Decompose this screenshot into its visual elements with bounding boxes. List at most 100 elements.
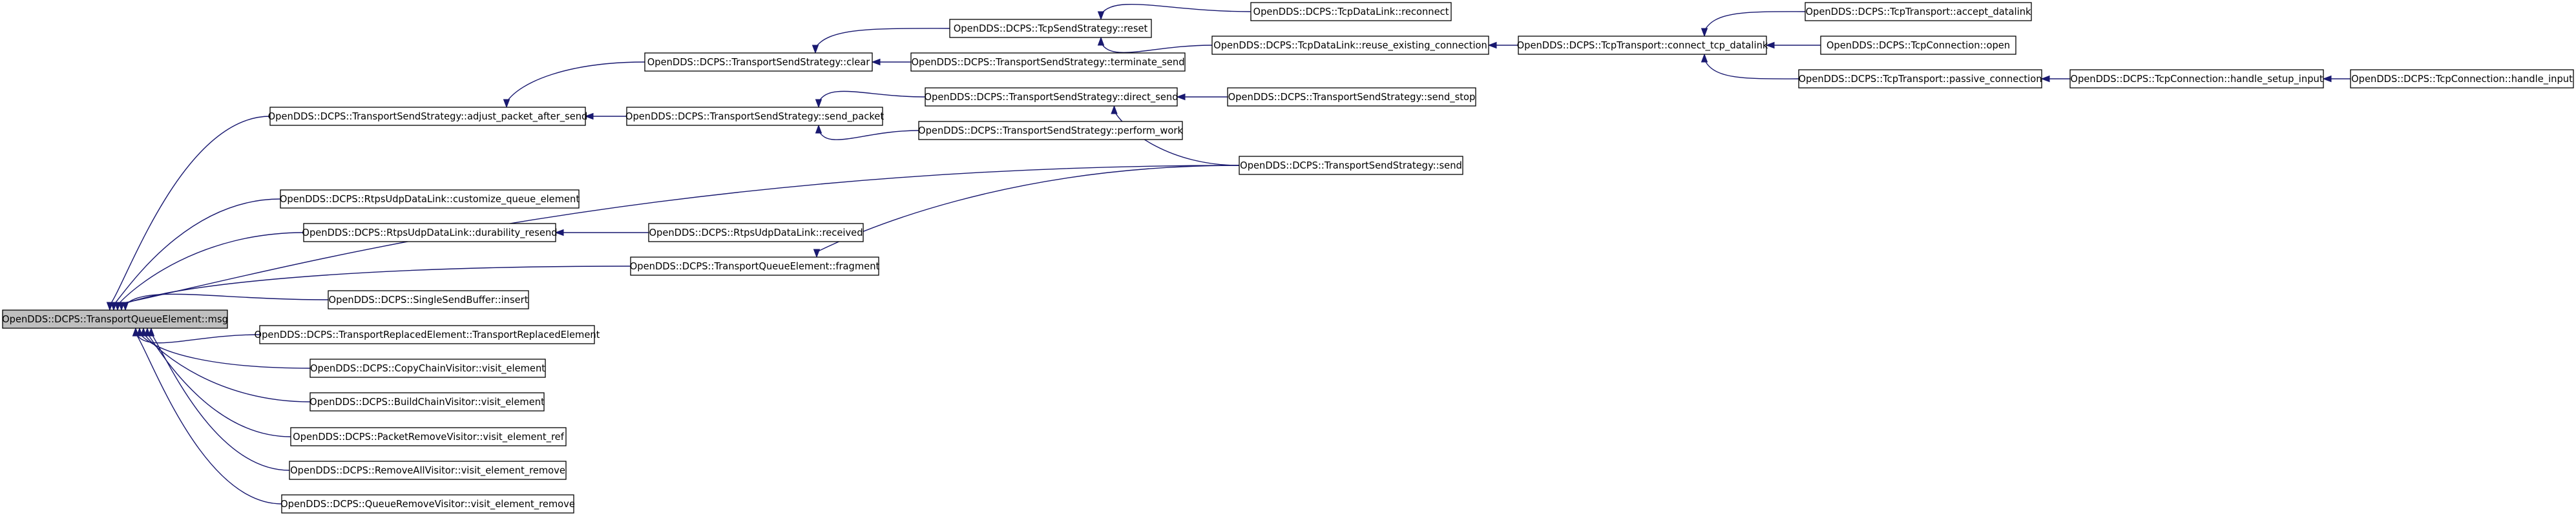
arrowhead-icon (110, 302, 118, 311)
node-box (1239, 156, 1463, 175)
graph-node-customize[interactable]: OpenDDS::DCPS::RtpsUdpDataLink::customiz… (280, 189, 580, 209)
graph-node-passive[interactable]: OpenDDS::DCPS::TcpTransport::passive_con… (1798, 69, 2042, 89)
node-box (1250, 2, 1452, 21)
arrowhead-icon (812, 45, 819, 54)
call-edge (147, 333, 291, 437)
graph-node-replaced[interactable]: OpenDDS::DCPS::TransportReplacedElement:… (255, 325, 600, 344)
graph-node-received[interactable]: OpenDDS::DCPS::RtpsUdpDataLink::received (648, 223, 864, 242)
call-nodes: OpenDDS::DCPS::TransportQueueElement::ms… (2, 2, 2574, 514)
node-box (309, 359, 546, 378)
node-label: OpenDDS::DCPS::RtpsUdpDataLink::customiz… (280, 194, 580, 205)
arrowhead-icon (121, 302, 129, 311)
call-edge (109, 116, 271, 306)
node-label: OpenDDS::DCPS::RtpsUdpDataLink::received (649, 227, 863, 238)
arrowhead-icon (1487, 41, 1497, 49)
node-label: OpenDDS::DCPS::TransportSendStrategy::se… (1228, 92, 1476, 103)
arrowhead-icon (554, 229, 564, 236)
graph-node-msg: OpenDDS::DCPS::TransportQueueElement::ms… (2, 309, 228, 329)
node-label: OpenDDS::DCPS::TransportSendStrategy::se… (1240, 160, 1462, 171)
node-box (910, 52, 1186, 72)
node-box (2069, 69, 2324, 89)
call-edge (1704, 11, 1806, 32)
node-box (269, 107, 586, 126)
graph-node-copychain[interactable]: OpenDDS::DCPS::CopyChainVisitor::visit_e… (309, 359, 546, 378)
graph-node-send-packet[interactable]: OpenDDS::DCPS::TransportSendStrategy::se… (625, 107, 884, 126)
call-edge (125, 293, 329, 306)
call-edge (139, 333, 311, 369)
call-edge (121, 266, 631, 306)
node-box (1518, 36, 1767, 55)
node-label: OpenDDS::DCPS::TcpTransport::passive_con… (1798, 74, 2042, 85)
call-edge (135, 333, 282, 505)
graph-node-adjust[interactable]: OpenDDS::DCPS::TransportSendStrategy::ad… (268, 107, 588, 126)
graph-node-insert[interactable]: OpenDDS::DCPS::SingleSendBuffer::insert (328, 290, 529, 309)
call-edge (1100, 42, 1213, 53)
graph-node-perform-work[interactable]: OpenDDS::DCPS::TransportSendStrategy::pe… (918, 121, 1183, 140)
call-edge (816, 165, 1240, 253)
arrowhead-icon (1097, 36, 1105, 46)
node-label: OpenDDS::DCPS::TransportSendStrategy::di… (924, 92, 1178, 103)
call-edge (818, 130, 919, 140)
node-box (259, 325, 595, 344)
node-label: OpenDDS::DCPS::TcpDataLink::reuse_existi… (1213, 40, 1487, 51)
graph-node-removeall[interactable]: OpenDDS::DCPS::RemoveAllVisitor::visit_e… (289, 461, 567, 480)
graph-node-durability[interactable]: OpenDDS::DCPS::RtpsUdpDataLink::durabili… (302, 223, 558, 242)
graph-node-packetremove[interactable]: OpenDDS::DCPS::PacketRemoveVisitor::visi… (290, 427, 567, 446)
call-edge (506, 61, 645, 103)
arrowhead-icon (132, 327, 140, 337)
node-box (1798, 69, 2042, 89)
node-box (626, 107, 883, 126)
graph-node-reset[interactable]: OpenDDS::DCPS::TcpSendStrategy::reset (949, 19, 1152, 38)
node-box (289, 461, 567, 480)
call-edge (1704, 59, 1799, 79)
node-label: OpenDDS::DCPS::TcpConnection::open (1827, 40, 2010, 51)
node-box (949, 19, 1152, 38)
node-box (1211, 36, 1489, 55)
graph-node-fragment[interactable]: OpenDDS::DCPS::TransportQueueElement::fr… (630, 256, 880, 276)
node-box (2, 309, 228, 329)
call-edge (143, 333, 311, 402)
node-box (648, 223, 864, 242)
node-label: OpenDDS::DCPS::TcpTransport::accept_data… (1805, 6, 2031, 17)
graph-node-accept[interactable]: OpenDDS::DCPS::TcpTransport::accept_data… (1805, 2, 2032, 21)
graph-node-connect-tcp[interactable]: OpenDDS::DCPS::TcpTransport::connect_tcp… (1517, 36, 1768, 55)
graph-node-send[interactable]: OpenDDS::DCPS::TransportSendStrategy::se… (1239, 156, 1463, 175)
graph-node-send-stop[interactable]: OpenDDS::DCPS::TransportSendStrategy::se… (1227, 87, 1476, 107)
graph-node-queueremove[interactable]: OpenDDS::DCPS::QueueRemoveVisitor::visit… (280, 494, 575, 514)
node-box (281, 494, 574, 514)
node-label: OpenDDS::DCPS::PacketRemoveVisitor::visi… (293, 432, 565, 443)
graph-node-terminate[interactable]: OpenDDS::DCPS::TransportSendStrategy::te… (910, 52, 1186, 72)
graph-node-buildchain[interactable]: OpenDDS::DCPS::BuildChainVisitor::visit_… (309, 392, 545, 412)
arrowhead-icon (1176, 93, 1186, 101)
node-label: OpenDDS::DCPS::BuildChainVisitor::visit_… (309, 397, 545, 408)
node-label: OpenDDS::DCPS::TcpSendStrategy::reset (954, 23, 1148, 34)
graph-node-reuse[interactable]: OpenDDS::DCPS::TcpDataLink::reuse_existi… (1211, 36, 1489, 55)
arrowhead-icon (147, 327, 155, 337)
arrowhead-icon (871, 58, 881, 66)
node-label: OpenDDS::DCPS::QueueRemoveVisitor::visit… (280, 499, 575, 510)
node-box (918, 121, 1183, 140)
node-label: OpenDDS::DCPS::TransportSendStrategy::pe… (918, 125, 1183, 136)
graph-node-open[interactable]: OpenDDS::DCPS::TcpConnection::open (1820, 36, 2016, 55)
node-box (328, 290, 529, 309)
call-edge (151, 333, 290, 471)
call-edge (815, 28, 950, 48)
call-edge (113, 198, 281, 306)
node-box (290, 427, 567, 446)
call-edge (117, 232, 304, 306)
node-label: OpenDDS::DCPS::SingleSendBuffer::insert (329, 295, 529, 306)
graph-node-handle-input[interactable]: OpenDDS::DCPS::TcpConnection::handle_inp… (2350, 69, 2574, 89)
arrowhead-icon (1111, 105, 1118, 114)
graph-node-direct-send[interactable]: OpenDDS::DCPS::TransportSendStrategy::di… (924, 87, 1178, 107)
node-box (303, 223, 556, 242)
node-box (2350, 69, 2574, 89)
node-label: OpenDDS::DCPS::TransportSendStrategy::te… (911, 57, 1184, 68)
graph-node-setup-input[interactable]: OpenDDS::DCPS::TcpConnection::handle_set… (2069, 69, 2324, 89)
graph-node-clear[interactable]: OpenDDS::DCPS::TransportSendStrategy::cl… (644, 52, 873, 72)
graph-node-reconnect[interactable]: OpenDDS::DCPS::TcpDataLink::reconnect (1250, 2, 1452, 21)
node-label: OpenDDS::DCPS::TransportSendStrategy::se… (625, 111, 884, 122)
call-edge (1113, 110, 1240, 166)
node-label: OpenDDS::DCPS::CopyChainVisitor::visit_e… (310, 363, 545, 374)
arrowhead-icon (1701, 28, 1708, 37)
arrowhead-icon (2322, 75, 2332, 83)
